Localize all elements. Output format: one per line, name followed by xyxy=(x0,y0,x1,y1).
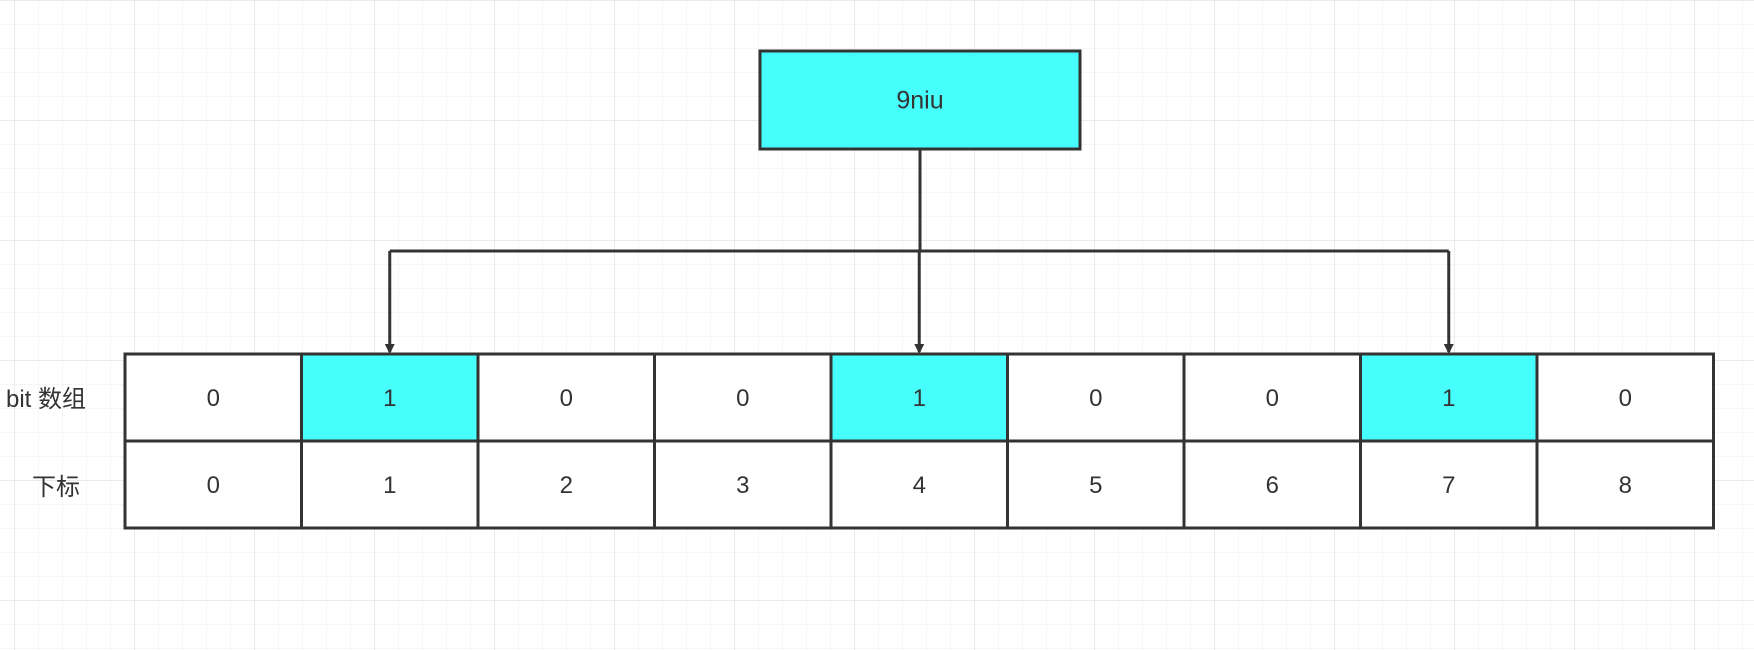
index-cell xyxy=(476,439,656,530)
array-column: 02 xyxy=(476,352,656,530)
array-column: 14 xyxy=(829,352,1009,530)
bit-value: 1 xyxy=(913,385,926,412)
hash-node-box xyxy=(758,49,1082,151)
bit-value: 0 xyxy=(560,385,573,412)
index-cell xyxy=(1182,439,1362,530)
bit-value: 0 xyxy=(1266,385,1279,412)
index-cell xyxy=(123,439,303,530)
array-column: 05 xyxy=(1006,352,1186,530)
index-value: 5 xyxy=(1089,472,1102,499)
bit-value: 0 xyxy=(736,385,749,412)
row-label-index: 下标 xyxy=(32,474,80,501)
bit-value: 0 xyxy=(1619,385,1632,412)
index-cell xyxy=(1006,439,1186,530)
index-cell xyxy=(829,439,1009,530)
index-value: 3 xyxy=(736,472,749,499)
array-column: 17 xyxy=(1359,352,1539,530)
array-column: 11 xyxy=(300,352,480,530)
index-value: 1 xyxy=(383,472,396,499)
bit-value: 0 xyxy=(1089,385,1102,412)
bit-value: 1 xyxy=(1442,385,1455,412)
index-value: 8 xyxy=(1619,472,1632,499)
array-column: 03 xyxy=(653,352,833,530)
index-value: 4 xyxy=(913,472,926,499)
hash-node-label: 9niu xyxy=(896,87,943,115)
bit-cell xyxy=(1535,352,1715,443)
index-cell xyxy=(300,439,480,530)
array-column: 00 xyxy=(123,352,303,530)
index-value: 0 xyxy=(207,472,220,499)
array-column: 08 xyxy=(1535,352,1715,530)
index-cell xyxy=(1535,439,1715,530)
bit-cell xyxy=(1359,352,1539,443)
index-value: 7 xyxy=(1442,472,1455,499)
hash-node: 9niu xyxy=(758,49,1082,151)
index-value: 2 xyxy=(560,472,573,499)
bit-value: 1 xyxy=(383,385,396,412)
hash-connectors xyxy=(384,149,1454,354)
index-value: 6 xyxy=(1266,472,1279,499)
array-column: 06 xyxy=(1182,352,1362,530)
bit-value: 0 xyxy=(207,385,220,412)
index-cell xyxy=(653,439,833,530)
row-label-bits: bit 数组 xyxy=(6,386,86,413)
